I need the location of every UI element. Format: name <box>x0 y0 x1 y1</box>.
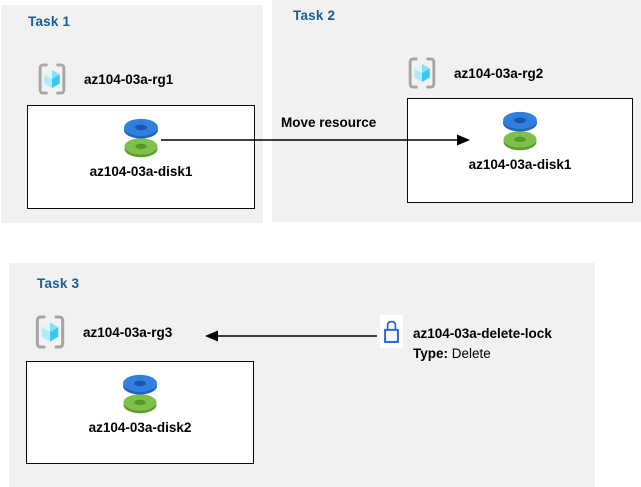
task1-panel: Task 1 az104-03a-rg1 az104-03a-disk <box>1 5 263 223</box>
delete-lock-name: az104-03a-delete-lock <box>413 326 552 341</box>
resource-group-icon <box>408 57 436 89</box>
task2-resource-group: az104-03a-rg2 <box>407 56 543 90</box>
resource-label: az104-03a-disk1 <box>468 157 572 172</box>
resource-group-icon <box>35 315 65 349</box>
delete-lock <box>380 315 403 348</box>
task2-panel: Task 2 az104-03a-rg2 az104-03a-disk <box>272 0 641 222</box>
resource-group-icon <box>38 63 66 95</box>
task1-resource-box: az104-03a-disk1 <box>27 105 255 209</box>
delete-lock-type-label: Type: <box>413 346 449 361</box>
resource-label: az104-03a-disk2 <box>88 420 192 435</box>
task3-resource-group: az104-03a-rg3 <box>34 315 172 349</box>
resource-label: az104-03a-disk1 <box>89 164 193 179</box>
task3-title: Task 3 <box>37 276 80 291</box>
task2-title: Task 2 <box>293 8 336 23</box>
disk-icon <box>124 118 158 158</box>
delete-lock-type: Type: Delete <box>413 344 552 364</box>
resource-group-label: az104-03a-rg2 <box>454 65 544 81</box>
disk-icon <box>503 111 537 151</box>
lock-icon <box>384 320 399 343</box>
delete-lock-caption: az104-03a-delete-lock Type: Delete <box>413 324 552 364</box>
move-resource-label: Move resource <box>281 115 377 130</box>
task3-panel: Task 3 az104-03a-rg3 az104-03a-disk <box>9 263 595 487</box>
delete-lock-type-value: Delete <box>451 346 491 361</box>
task1-title: Task 1 <box>28 14 71 29</box>
task3-resource-box: az104-03a-disk2 <box>26 361 254 464</box>
resource-group-label: az104-03a-rg1 <box>84 71 174 87</box>
task1-resource-group: az104-03a-rg1 <box>37 62 173 96</box>
task2-resource-box: az104-03a-disk1 <box>407 98 633 203</box>
resource-group-label: az104-03a-rg3 <box>83 324 173 340</box>
disk-icon <box>123 374 157 414</box>
